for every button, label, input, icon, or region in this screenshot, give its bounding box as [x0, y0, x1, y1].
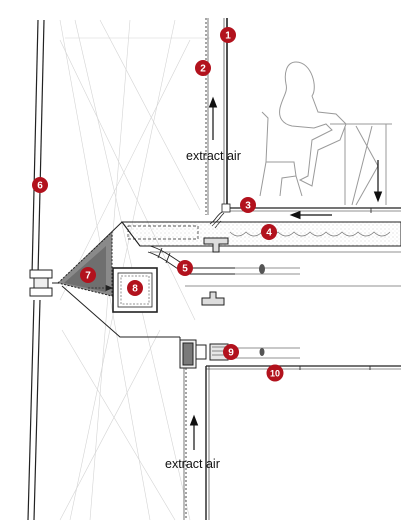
supply-arrow-down [373, 160, 383, 203]
marker-5: 5 [177, 260, 193, 276]
lower-vent-unit [179, 339, 300, 369]
connector-arrow [88, 284, 114, 292]
outer-glass-facade [27, 19, 45, 521]
svg-text:5: 5 [182, 264, 188, 275]
extract-air-label-top: extract air [186, 149, 241, 163]
marker-3: 3 [240, 197, 256, 213]
lower-extract-cavity [183, 366, 210, 520]
svg-text:8: 8 [132, 284, 138, 295]
ceiling-fixture [259, 264, 265, 274]
svg-text:1: 1 [225, 31, 231, 42]
marker-1: 1 [220, 27, 236, 43]
floor-airflow-arrow [289, 210, 332, 220]
inner-glazing [223, 18, 228, 210]
marker-7: 7 [80, 267, 96, 283]
svg-text:10: 10 [270, 369, 280, 379]
marker-8: 8 [127, 280, 143, 296]
svg-text:9: 9 [228, 348, 234, 359]
person-at-desk-silhouette [259, 61, 392, 206]
marker-9: 9 [223, 344, 239, 360]
svg-text:6: 6 [37, 181, 43, 192]
marker-6: 6 [32, 177, 48, 193]
steel-profile-upper [203, 237, 229, 253]
upper-extract-arrow [208, 96, 218, 140]
extract-air-label-bottom: extract air [165, 457, 220, 471]
svg-text:2: 2 [200, 64, 206, 75]
steel-profile-lower [201, 291, 225, 306]
marker-4: 4 [261, 224, 277, 240]
facade-bracket [29, 269, 62, 297]
ceiling-lines [150, 251, 401, 287]
lower-extract-arrow [189, 414, 199, 450]
lower-floor-line [206, 365, 401, 370]
marker-10: 10 [266, 364, 284, 382]
svg-text:7: 7 [85, 271, 91, 282]
svg-text:3: 3 [245, 201, 251, 212]
lower-fixture [259, 348, 265, 356]
insulation-wedge [56, 230, 113, 297]
marker-2: 2 [195, 60, 211, 76]
svg-text:4: 4 [266, 228, 272, 239]
raised-floor [230, 207, 401, 213]
upper-extract-cavity [205, 18, 209, 215]
